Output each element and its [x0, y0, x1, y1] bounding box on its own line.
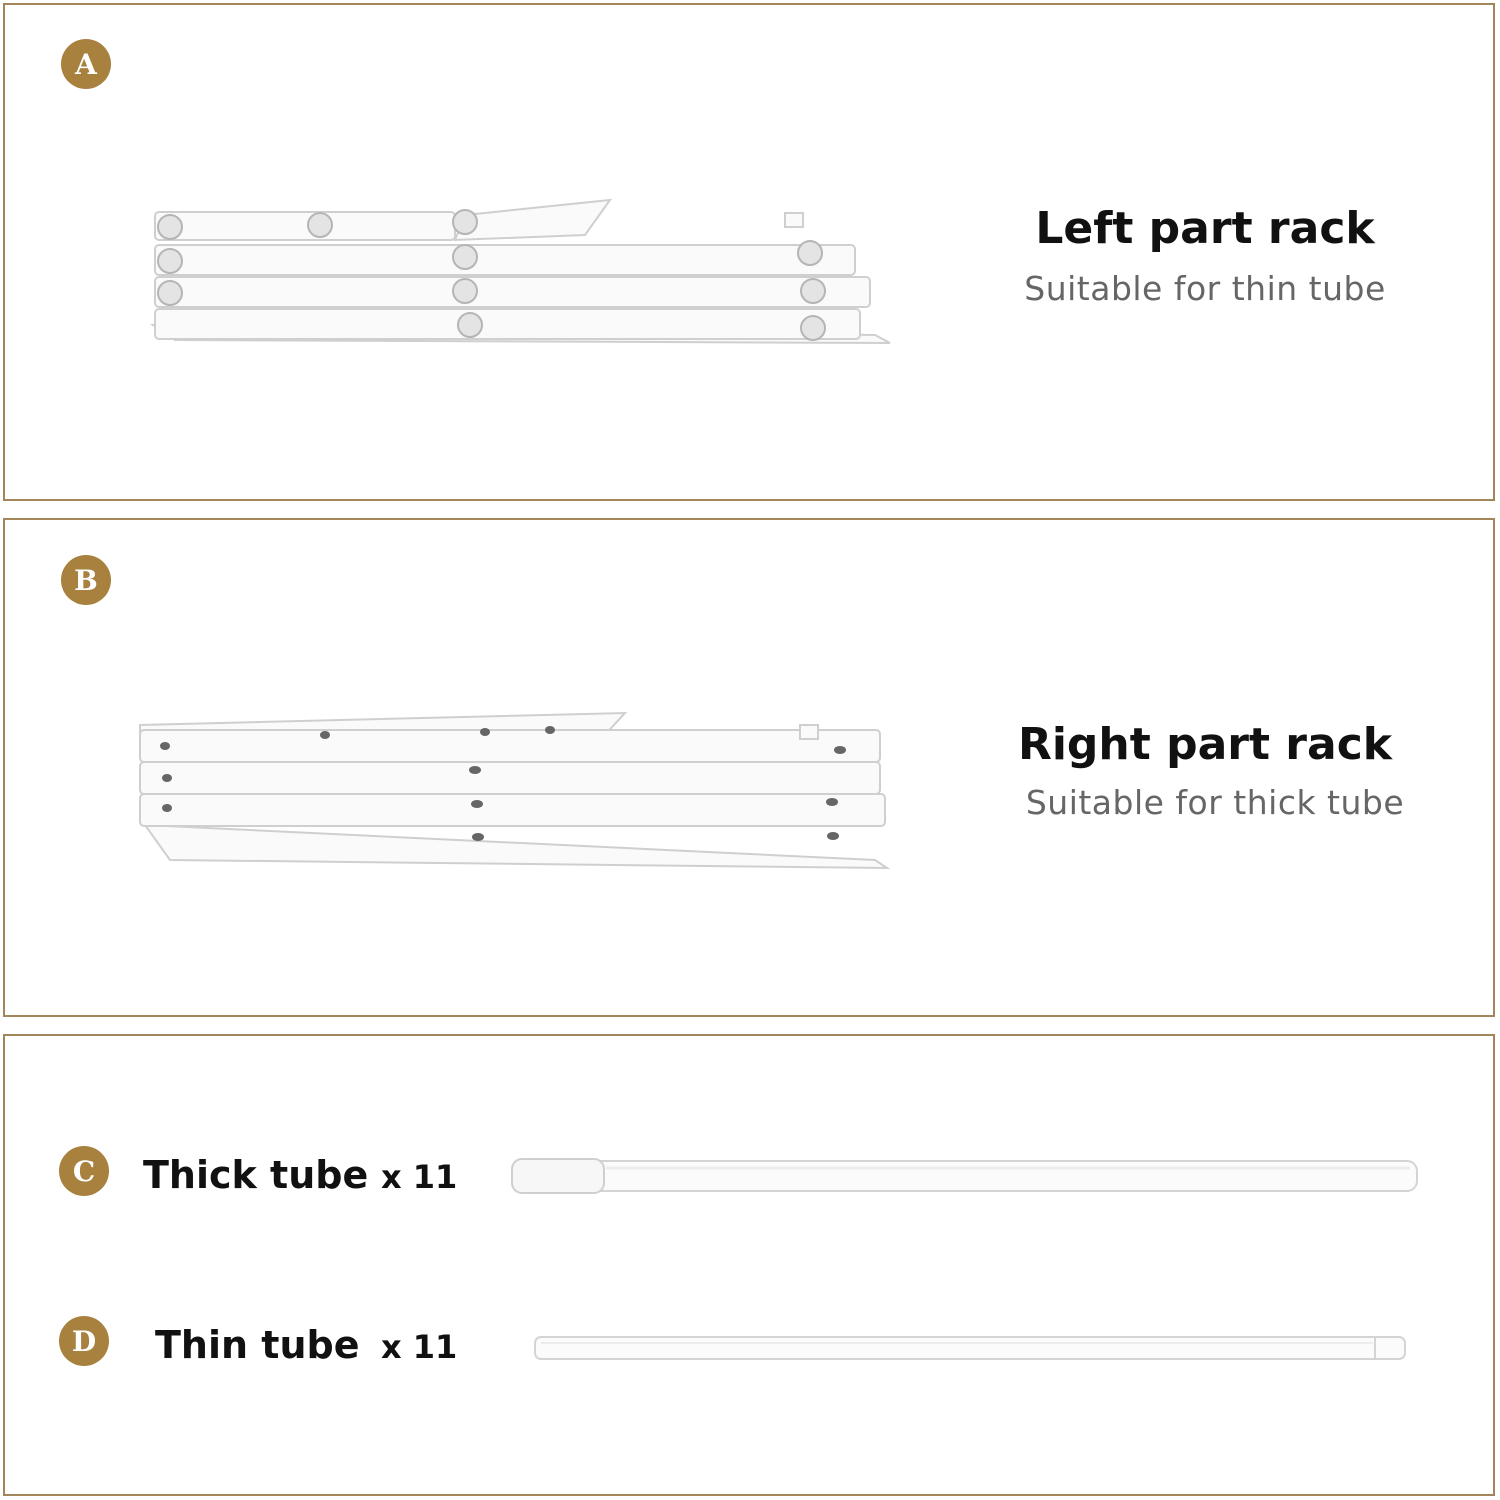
thin-tube-label: Thin tube	[155, 1323, 360, 1367]
left-rack-illustration	[149, 198, 891, 344]
panel-tubes: C Thick tube x 11 D Thin tube x 11	[3, 1034, 1495, 1496]
right-rack-title: Right part rack	[1017, 719, 1393, 770]
thick-tube-label: Thick tube	[143, 1153, 369, 1197]
right-rack-illustration	[139, 711, 891, 870]
right-rack-subtitle: Suitable for thick tube	[1025, 783, 1405, 822]
badge-b: B	[61, 555, 111, 605]
thick-tube-illustration	[511, 1158, 1418, 1194]
badge-c: C	[59, 1146, 109, 1196]
left-rack-subtitle: Suitable for thin tube	[1024, 269, 1386, 308]
thin-tube-qty: x 11	[381, 1328, 458, 1366]
left-rack-title: Left part rack	[1035, 203, 1375, 254]
thin-tube-illustration	[534, 1336, 1406, 1360]
badge-a: A	[61, 39, 111, 89]
thick-tube-qty: x 11	[381, 1158, 458, 1196]
badge-d: D	[59, 1316, 109, 1366]
panel-left-part-rack: A Left part rack Suitable for thin tube	[3, 3, 1495, 501]
panel-right-part-rack: B Right part rack Suitable for thick tub…	[3, 518, 1495, 1017]
